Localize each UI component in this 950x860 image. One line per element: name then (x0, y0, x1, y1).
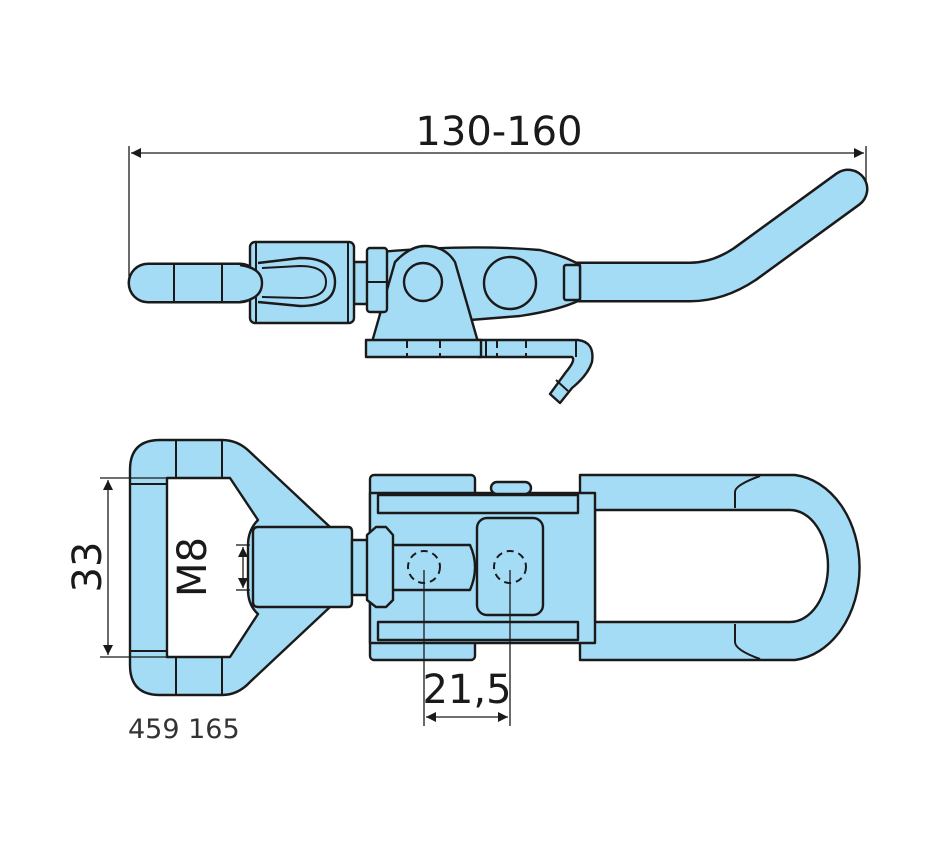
pivot-circle-large (482, 255, 538, 311)
pitch-label: 21,5 (422, 667, 511, 713)
top-view-shaft (350, 538, 370, 597)
thread-label: M8 (170, 537, 216, 597)
side-plate-upper (376, 493, 580, 515)
overall-length-label: 130-160 (415, 109, 582, 155)
pivot-circle-small (402, 261, 444, 303)
side-view: 130-160 (127, 109, 869, 405)
lever-handle (549, 168, 869, 303)
draw-rod (127, 262, 261, 304)
side-plate-lower (376, 620, 580, 642)
rod-loop (257, 256, 337, 308)
top-view: 33 M8 21,5 (65, 438, 861, 726)
pin-head (489, 480, 533, 496)
draw-rod-top (388, 543, 477, 592)
height-label: 33 (65, 542, 111, 593)
u-bolt-catch (578, 473, 861, 662)
mounting-plate (364, 338, 483, 359)
threaded-stud-block (251, 525, 354, 609)
part-number: 459 165 (128, 714, 240, 745)
hex-nut-top (365, 525, 395, 609)
hex-nut (365, 246, 389, 314)
lever-collar (562, 263, 582, 302)
